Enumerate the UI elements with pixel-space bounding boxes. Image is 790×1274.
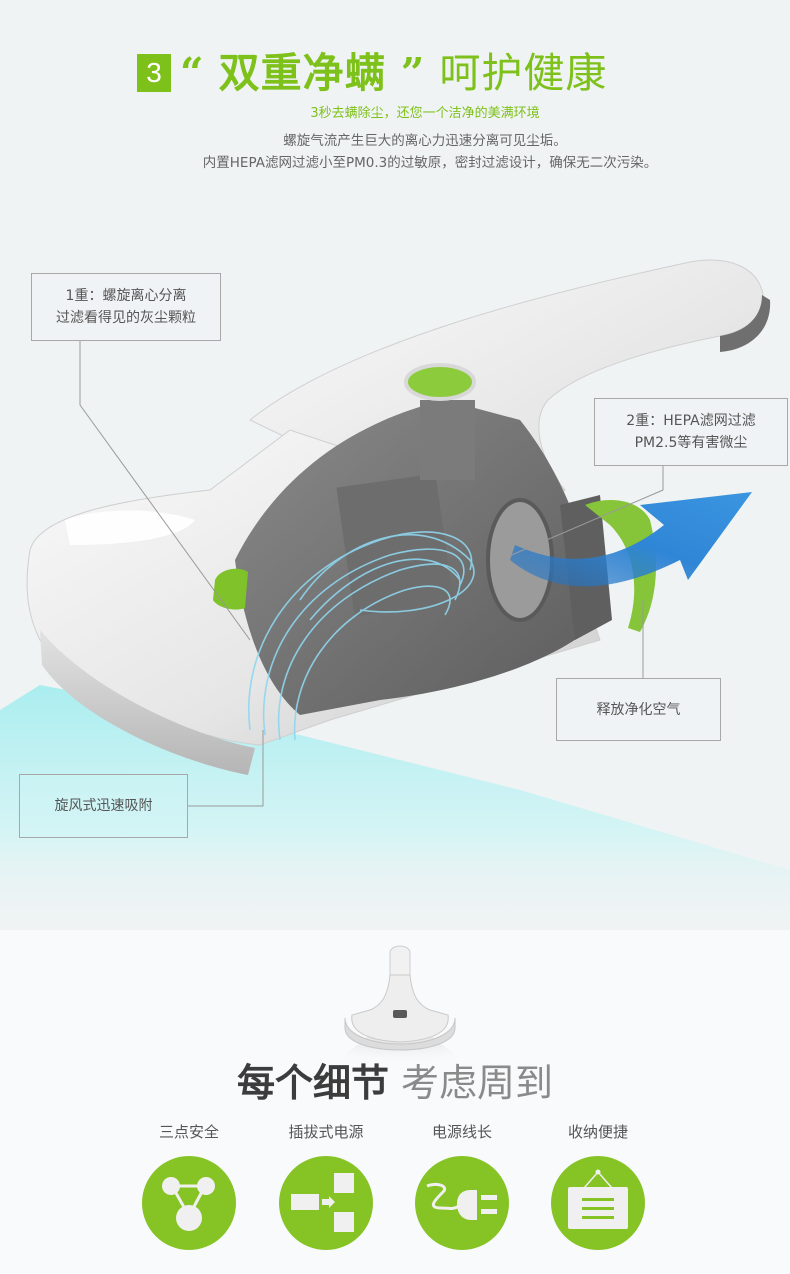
section-number-badge: 3	[137, 54, 171, 92]
plug-in-power-icon	[279, 1156, 373, 1250]
feature-label: 收纳便捷	[567, 1123, 628, 1141]
description-line-2: 内置HEPA滤网过滤小至PM0.3的过敏原，密封过滤设计，确保无二次污染。	[202, 155, 658, 171]
callout-stage2-line2: PM2.5等有害微尘	[634, 435, 748, 451]
feature-plug-in-power: 插拔式电源	[261, 1120, 391, 1250]
section-subtitle: 3秒去螨除尘，还您一个洁净的美满环境	[310, 106, 540, 121]
feature-label: 三点安全	[158, 1123, 219, 1141]
feature-section-dual-filtration: 3 “ 双重净螨 ” 呵护健康 3秒去螨除尘，还您一个洁净的美满环境 螺旋气流产…	[0, 44, 790, 930]
details-title-light: 考虑周到	[401, 1061, 554, 1105]
easy-storage-icon	[551, 1156, 645, 1250]
callout-release-line1: 释放净化空气	[596, 701, 681, 718]
three-point-safety-icon	[142, 1156, 236, 1250]
callout-stage1-line1: 1重：螺旋离心分离	[65, 288, 187, 304]
callout-stage1-cyclone-separation: 1重：螺旋离心分离 过滤看得见的灰尘颗粒	[31, 273, 221, 341]
description-line-1: 螺旋气流产生巨大的离心力迅速分离可见尘垢。	[283, 133, 567, 149]
feature-label: 插拔式电源	[288, 1123, 364, 1141]
feature-easy-storage: 收纳便捷	[533, 1120, 663, 1250]
mini-device-illustration	[325, 945, 475, 1070]
open-quote: “	[180, 49, 205, 97]
callout-stage2-hepa-filter: 2重：HEPA滤网过滤 PM2.5等有害微尘	[594, 398, 788, 466]
close-quote: ”	[400, 49, 426, 97]
feature-three-point-safety: 三点安全	[124, 1120, 254, 1250]
details-title: 每个细节 考虑周到	[0, 1058, 790, 1108]
callout-release-clean-air: 释放净化空气	[556, 678, 721, 741]
headline-strong: 双重净螨	[218, 49, 387, 97]
feature-long-power-cord: 电源线长	[397, 1120, 527, 1250]
callout-stage1-line2: 过滤看得见的灰尘颗粒	[56, 310, 196, 326]
details-title-dark: 每个细节	[236, 1061, 389, 1105]
feature-label: 电源线长	[431, 1123, 492, 1141]
callout-cyclone-intake: 旋风式迅速吸附	[19, 774, 188, 838]
callout-intake-line1: 旋风式迅速吸附	[54, 798, 153, 814]
callout-connector-lines	[79, 341, 664, 807]
mite-vacuum-cutaway-illustration	[26, 259, 771, 775]
callout-stage2-line1: 2重：HEPA滤网过滤	[626, 413, 756, 429]
headline-rest: 呵护健康	[439, 49, 608, 97]
section-headline: “ 双重净螨 ” 呵护健康	[180, 44, 607, 102]
long-power-cord-icon	[415, 1156, 509, 1250]
